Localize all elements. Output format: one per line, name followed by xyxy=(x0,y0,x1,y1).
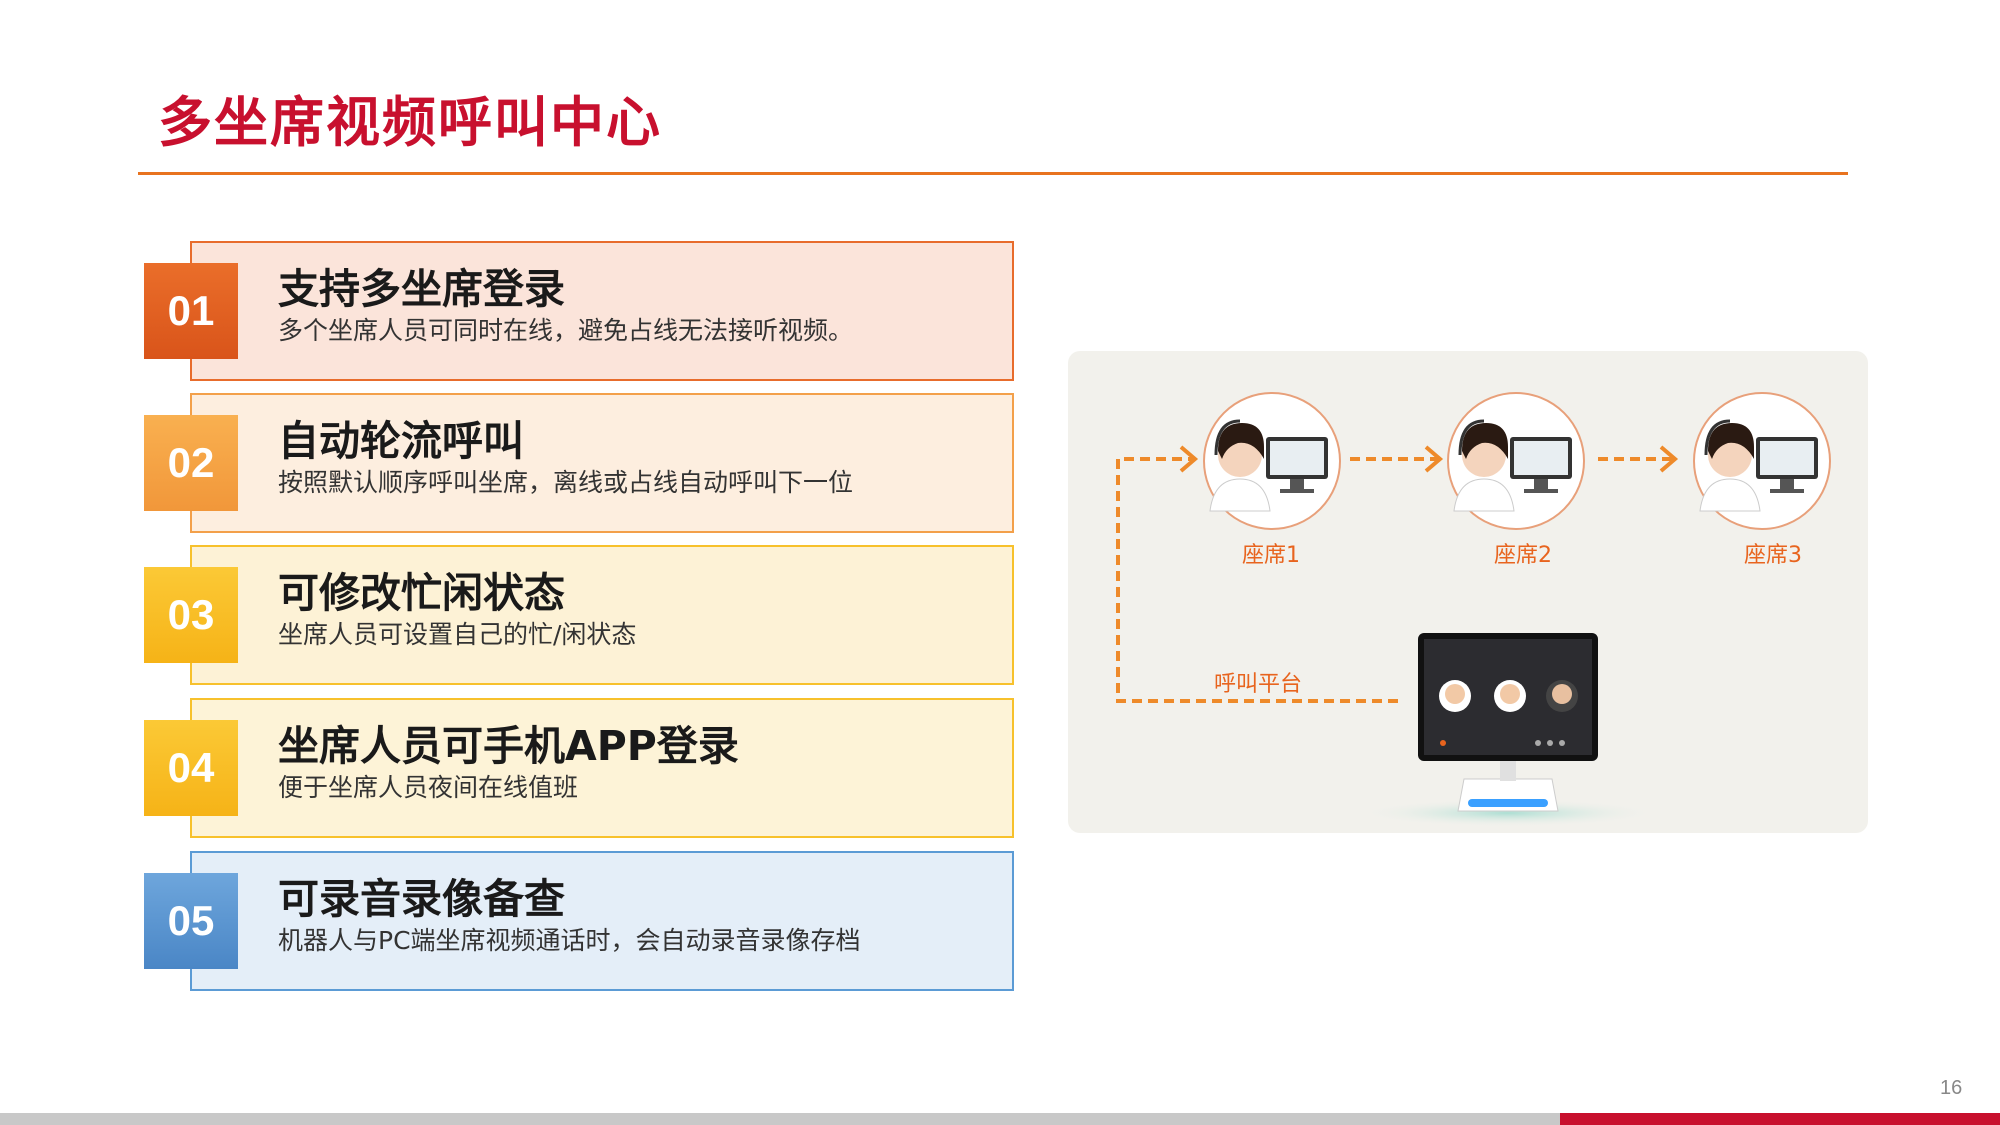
feature-box xyxy=(190,698,1014,838)
feature-number-badge: 05 xyxy=(144,873,238,969)
footer-bar-gray xyxy=(0,1113,1560,1125)
title-divider xyxy=(138,172,1848,175)
feature-description: 便于坐席人员夜间在线值班 xyxy=(278,773,579,802)
feature-number-badge: 03 xyxy=(144,567,238,663)
feature-item-04: 04 坐席人员可手机APP登录 便于坐席人员夜间在线值班 xyxy=(144,698,1014,838)
feature-number-badge: 01 xyxy=(144,263,238,359)
feature-box xyxy=(190,393,1014,533)
feature-number-badge: 04 xyxy=(144,720,238,816)
seat-2-label: 座席2 xyxy=(1494,543,1552,568)
feature-description: 按照默认顺序呼叫坐席，离线或占线自动呼叫下一位 xyxy=(278,468,854,497)
feature-box xyxy=(190,851,1014,991)
feature-title: 自动轮流呼叫 xyxy=(278,417,524,465)
call-flow-diagram: 座席1 座席2 座席3 呼叫平台 xyxy=(1068,351,1868,833)
seat-2-agent-icon xyxy=(1447,392,1585,530)
arrow-heads xyxy=(1179,445,1679,473)
call-flow-graphic xyxy=(1116,392,1831,827)
feature-item-03: 03 可修改忙闲状态 坐席人员可设置自己的忙/闲状态 xyxy=(144,545,1014,685)
robot-terminal-icon xyxy=(1358,633,1658,827)
feature-item-02: 02 自动轮流呼叫 按照默认顺序呼叫坐席，离线或占线自动呼叫下一位 xyxy=(144,393,1014,533)
flow-path xyxy=(1116,457,1673,703)
seat-1-label: 座席1 xyxy=(1242,543,1300,568)
feature-title: 坐席人员可手机APP登录 xyxy=(278,722,739,770)
feature-title: 可录音录像备查 xyxy=(278,875,565,923)
feature-description: 坐席人员可设置自己的忙/闲状态 xyxy=(278,620,637,649)
feature-title: 支持多坐席登录 xyxy=(278,265,565,313)
seat-3-label: 座席3 xyxy=(1744,543,1802,568)
page-title: 多坐席视频呼叫中心 xyxy=(158,91,662,154)
feature-description: 多个坐席人员可同时在线，避免占线无法接听视频。 xyxy=(278,316,854,345)
seat-3-agent-icon xyxy=(1693,392,1831,530)
feature-title: 可修改忙闲状态 xyxy=(278,569,565,617)
call-platform-label: 呼叫平台 xyxy=(1214,672,1303,697)
feature-box xyxy=(190,241,1014,381)
feature-description: 机器人与PC端坐席视频通话时，会自动录音录像存档 xyxy=(278,926,861,955)
page-number: 16 xyxy=(1940,1077,1963,1099)
feature-number-badge: 02 xyxy=(144,415,238,511)
seat-1-agent-icon xyxy=(1203,392,1341,530)
footer-bar-red xyxy=(1560,1113,2000,1125)
feature-item-01: 01 支持多坐席登录 多个坐席人员可同时在线，避免占线无法接听视频。 xyxy=(144,241,1014,381)
feature-box xyxy=(190,545,1014,685)
feature-item-05: 05 可录音录像备查 机器人与PC端坐席视频通话时，会自动录音录像存档 xyxy=(144,851,1014,991)
